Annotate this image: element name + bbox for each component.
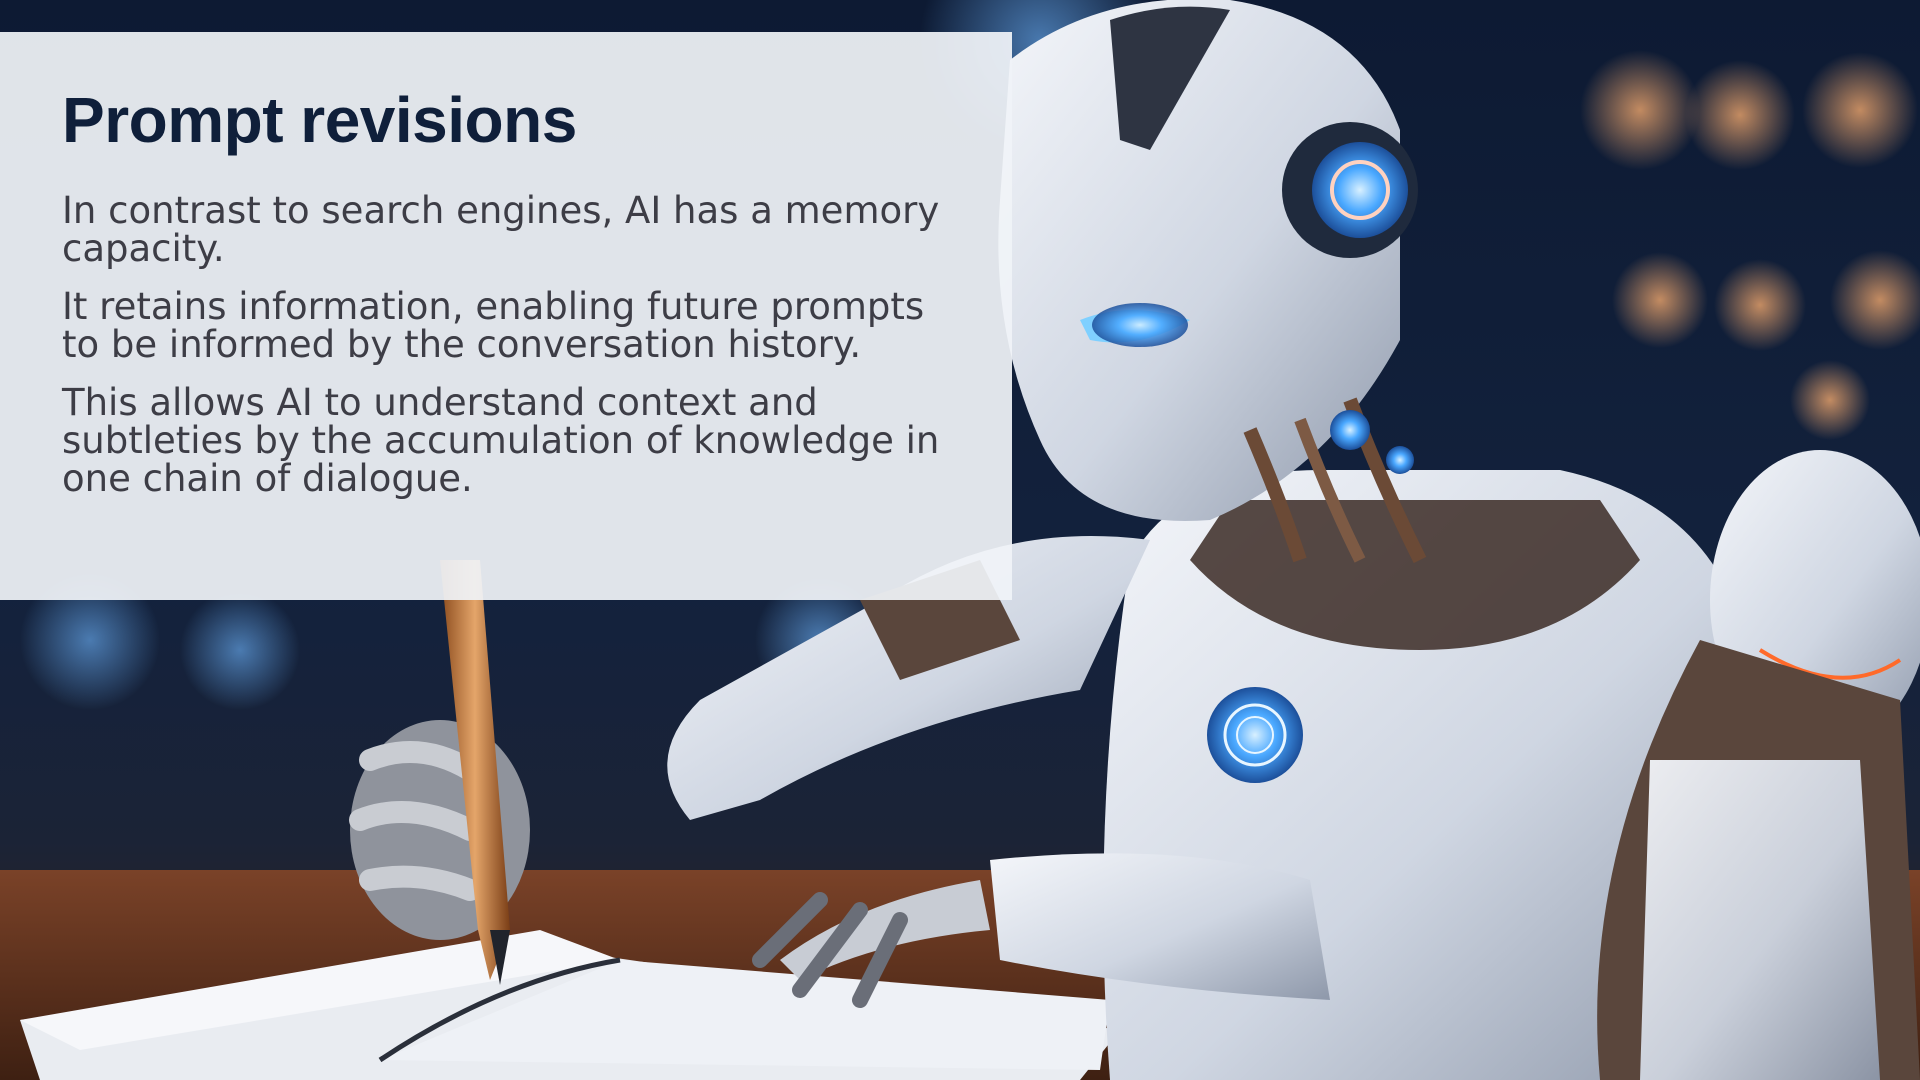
text-panel: Prompt revisions In contrast to search e… [0, 32, 1012, 600]
slide-title: Prompt revisions [62, 84, 577, 156]
paragraph-memory: In contrast to search engines, AI has a … [62, 188, 940, 270]
paragraph-context: This allows AI to understand context and… [62, 380, 940, 500]
paragraph-retention: It retains information, enabling future … [62, 284, 925, 366]
